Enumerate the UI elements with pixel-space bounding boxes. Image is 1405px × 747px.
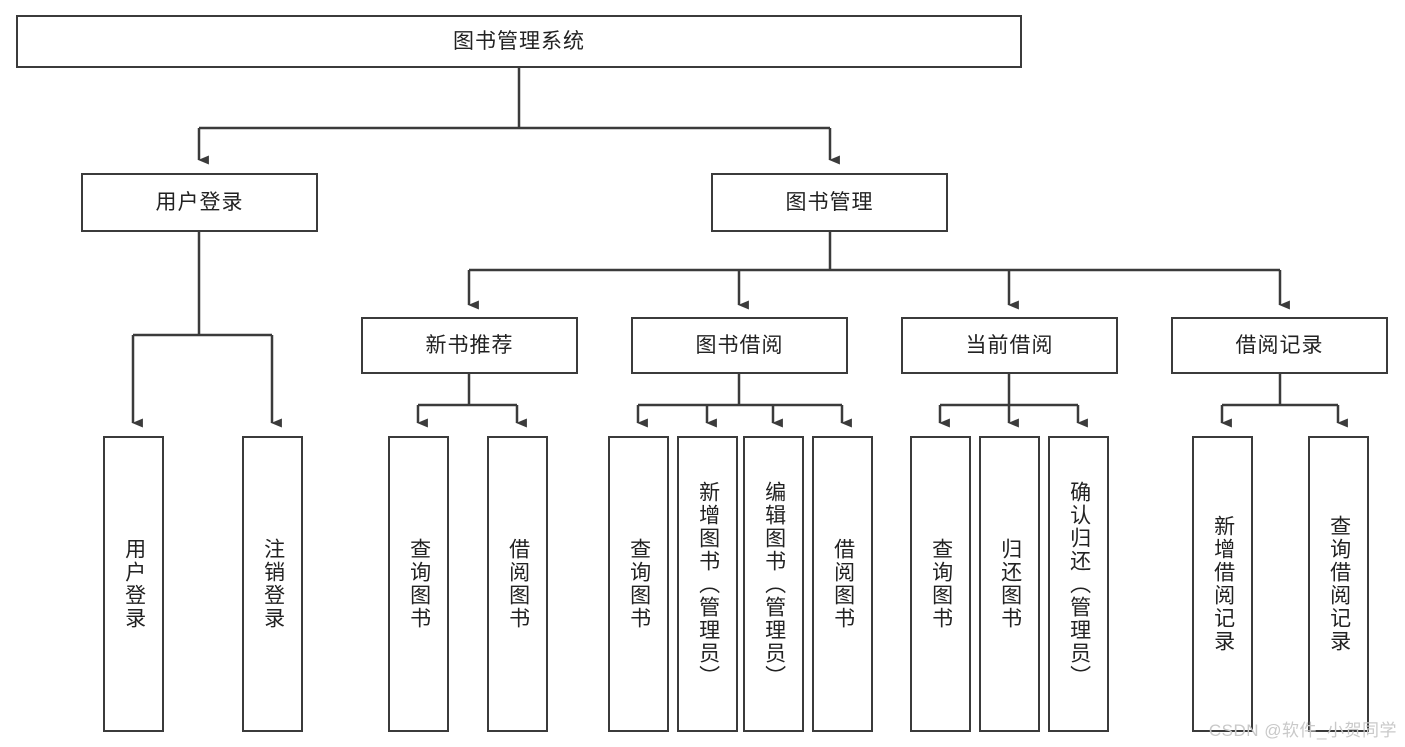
node-leaf-logout-login[interactable]: 注销登录 [242,436,303,732]
node-leaf-query-book-3[interactable]: 查询图书 [910,436,971,732]
node-leaf-borrow-book-2-label: 借阅图书 [831,538,855,630]
node-leaf-query-borrow-record-label: 查询借阅记录 [1327,515,1351,653]
node-user-login[interactable]: 用户登录 [81,173,318,232]
node-user-login-label: 用户登录 [155,190,244,214]
node-leaf-borrow-book-2[interactable]: 借阅图书 [812,436,873,732]
node-leaf-query-book-2[interactable]: 查询图书 [608,436,669,732]
node-leaf-borrow-book-1[interactable]: 借阅图书 [487,436,548,732]
node-leaf-edit-book[interactable]: 编辑图书（管理员） [743,436,804,732]
node-leaf-confirm-return[interactable]: 确认归还（管理员） [1048,436,1109,732]
node-leaf-confirm-return-label: 确认归还（管理员） [1067,480,1091,688]
node-leaf-add-borrow-record-label: 新增借阅记录 [1211,515,1235,653]
node-current-borrow[interactable]: 当前借阅 [901,317,1118,374]
node-leaf-query-book-1[interactable]: 查询图书 [388,436,449,732]
node-new-book-recommend-label: 新书推荐 [425,333,514,357]
node-leaf-user-login[interactable]: 用户登录 [103,436,164,732]
node-book-borrow-label: 图书借阅 [695,333,784,357]
node-root[interactable]: 图书管理系统 [16,15,1022,68]
node-leaf-borrow-book-1-label: 借阅图书 [506,538,530,630]
node-leaf-user-login-label: 用户登录 [122,538,146,630]
node-leaf-return-book-label: 归还图书 [998,538,1022,630]
node-leaf-query-book-2-label: 查询图书 [627,538,651,630]
node-leaf-query-borrow-record[interactable]: 查询借阅记录 [1308,436,1369,732]
node-borrow-record-label: 借阅记录 [1235,333,1324,357]
node-book-manage[interactable]: 图书管理 [711,173,948,232]
node-book-borrow[interactable]: 图书借阅 [631,317,848,374]
node-book-manage-label: 图书管理 [785,190,874,214]
node-leaf-logout-login-label: 注销登录 [261,538,285,630]
node-current-borrow-label: 当前借阅 [965,333,1054,357]
node-leaf-edit-book-label: 编辑图书（管理员） [762,480,786,688]
node-leaf-add-book-label: 新增图书（管理员） [696,480,720,688]
node-borrow-record[interactable]: 借阅记录 [1171,317,1388,374]
watermark: CSDN @软件_小贺同学 [1208,721,1397,740]
node-leaf-add-book[interactable]: 新增图书（管理员） [677,436,738,732]
node-new-book-recommend[interactable]: 新书推荐 [361,317,578,374]
node-leaf-return-book[interactable]: 归还图书 [979,436,1040,732]
node-root-label: 图书管理系统 [453,29,585,53]
node-leaf-add-borrow-record[interactable]: 新增借阅记录 [1192,436,1253,732]
node-leaf-query-book-1-label: 查询图书 [407,538,431,630]
node-leaf-query-book-3-label: 查询图书 [929,538,953,630]
